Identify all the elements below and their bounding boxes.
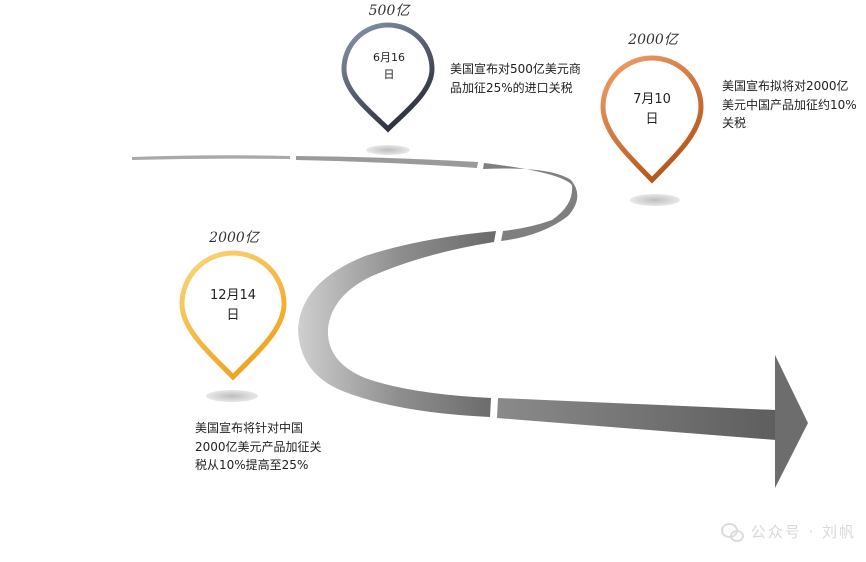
- date-jun16-line2: 日: [383, 67, 395, 81]
- date-dec14: 12月14 日: [210, 286, 256, 325]
- date-dec14-line1: 12月14: [209, 288, 257, 303]
- description-jul10-line1: 美国宣布拟将对2000亿: [722, 79, 849, 93]
- wechat-icon: [720, 522, 744, 542]
- road-arrow-head: [775, 355, 808, 488]
- pin-shadow-dec14: [206, 390, 258, 402]
- road-segment-5: [497, 398, 776, 440]
- description-jul10-line2: 美元中国产品加征约10%: [722, 97, 857, 112]
- amount-jun16: 500亿: [368, 3, 410, 19]
- description-jun16-line1: 美国宣布对500亿美元商: [450, 62, 581, 76]
- date-jul10-line2: 日: [645, 111, 659, 127]
- pin-shadow-jul10: [630, 194, 680, 206]
- description-jun16-line2: 品加征25%的进口关税: [450, 80, 573, 95]
- description-dec14-line2: 2000亿美元产品加征关: [195, 439, 322, 454]
- description-jul10: 美国宣布拟将对2000亿 美元中国产品加征约10% 关税: [722, 77, 857, 133]
- date-jun16: 6月16 日: [373, 50, 405, 83]
- road: [132, 155, 808, 488]
- pin-dec14-icon: [179, 250, 287, 381]
- description-dec14-line3: 税从10%提高至25%: [195, 458, 309, 473]
- date-dec14-line2: 日: [226, 307, 240, 323]
- pin-jun16-icon: [341, 22, 435, 133]
- description-dec14-line1: 美国宣布将针对中国: [195, 421, 304, 435]
- amount-dec14: 2000亿: [209, 230, 259, 246]
- date-jul10-line1: 7月10: [633, 92, 671, 107]
- road-segment-4: [298, 231, 496, 417]
- amount-jul10: 2000亿: [628, 32, 678, 48]
- date-jul10: 7月10 日: [633, 90, 671, 129]
- description-dec14: 美国宣布将针对中国 2000亿美元产品加征关 税从10%提高至25%: [195, 419, 322, 475]
- road-segment-2: [296, 156, 478, 168]
- watermark-text: 公众号 · 刘帆: [750, 523, 856, 541]
- road-segment-1: [132, 155, 290, 160]
- watermark: 公众号 · 刘帆: [720, 521, 856, 542]
- description-jul10-line3: 关税: [722, 116, 747, 131]
- date-jun16-line1: 6月16: [373, 51, 405, 64]
- pin-jul10-icon: [600, 55, 704, 184]
- description-jun16: 美国宣布对500亿美元商 品加征25%的进口关税: [450, 60, 581, 97]
- road-segment-3: [483, 163, 578, 241]
- pin-shadow-jun16: [366, 145, 410, 155]
